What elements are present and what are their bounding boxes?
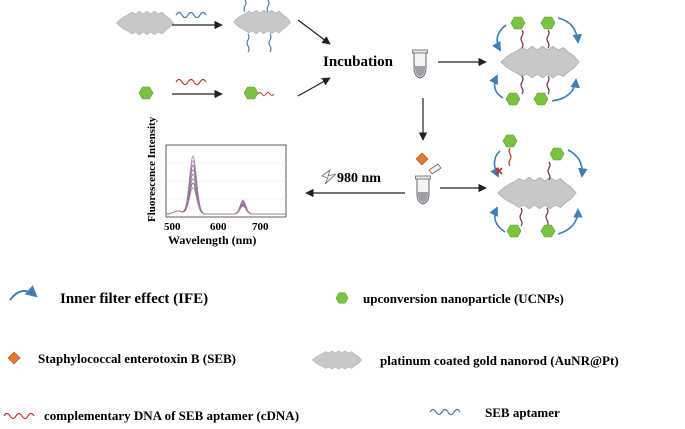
- legend-cdna: complementary DNA of SEB aptamer (cDNA): [44, 408, 299, 423]
- tick-600: 600: [210, 221, 227, 233]
- legend-aptamer-icon: [429, 408, 461, 416]
- rod-ucnp-complex-top: [489, 16, 583, 106]
- arrow-4: [297, 77, 331, 97]
- spectrum-curve: [166, 154, 286, 215]
- spectra-curves: [166, 154, 286, 215]
- ucnp-cdna-conjugate: [243, 86, 275, 100]
- hexagon-ucnp-icon: [138, 86, 154, 100]
- spectrum-curve: [166, 177, 286, 215]
- legend-aunr: platinum coated gold nanorod (AuNR@Pt): [380, 353, 619, 368]
- tick-700: 700: [252, 221, 269, 233]
- legend-diamond-icon: [7, 351, 21, 365]
- diamond-seb-icon: [415, 152, 429, 166]
- chart-ylabel: Fluorescence Intensity: [146, 116, 158, 222]
- spectrum-curve: [166, 182, 286, 215]
- aptamer-wave-icon: [175, 11, 207, 19]
- chart-gridlines: [166, 162, 286, 200]
- pipette-icon: [428, 163, 442, 175]
- legend: Inner filter effect (IFE) upconversion n…: [3, 285, 619, 423]
- legend-aptamer: SEB aptamer: [485, 405, 560, 420]
- cross-icon: [495, 167, 503, 175]
- spectrum-curve: [166, 173, 286, 215]
- nanorod-shape: [116, 10, 174, 36]
- chart-xlabel: Wavelength (nm): [168, 233, 256, 247]
- lightning-icon: [321, 168, 337, 185]
- spectrum-curve: [166, 186, 286, 215]
- incubation-label: Incubation: [323, 54, 394, 70]
- tube-icon-2: [415, 175, 431, 205]
- tick-500: 500: [164, 221, 181, 233]
- legend-ife: Inner filter effect (IFE): [60, 291, 208, 307]
- rod-ucnp-complex-bottom: [489, 134, 588, 238]
- legend-ucnp: upconversion nanoparticle (UCNPs): [363, 291, 564, 306]
- arrow-2: [297, 19, 331, 45]
- spectrum-curve: [166, 168, 286, 215]
- tube-icon: [412, 49, 428, 79]
- spectrum-curve: [166, 159, 286, 215]
- fluorescence-chart: 500 600 700 Wavelength (nm) Fluorescence…: [146, 116, 287, 247]
- laser-label: 980 nm: [337, 171, 381, 186]
- curved-arrow-ife-icon: [9, 285, 38, 301]
- rod-with-aptamers: [233, 0, 291, 53]
- legend-nanorod-icon: [312, 350, 362, 370]
- cdna-wave-icon: [175, 78, 207, 86]
- legend-seb: Staphylococcal enterotoxin B (SEB): [38, 351, 236, 366]
- legend-cdna-icon: [3, 412, 35, 420]
- legend-hexagon-icon: [335, 292, 349, 304]
- spectrum-curve: [166, 164, 286, 215]
